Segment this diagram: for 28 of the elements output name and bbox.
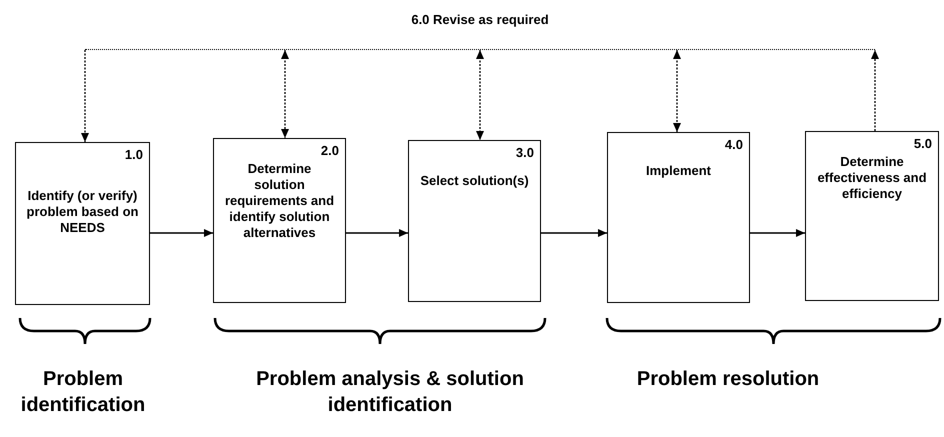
process-box <box>805 131 939 301</box>
arrow <box>871 50 879 131</box>
step-text: Determine effectiveness and efficiency <box>816 154 928 202</box>
step-number: 5.0 <box>914 135 932 153</box>
arrow <box>750 229 805 237</box>
process-box <box>213 138 346 303</box>
step-text: Identify (or verify) problem based on NEEDS <box>26 188 139 236</box>
step-number: 1.0 <box>124 146 143 164</box>
process-box <box>15 142 150 305</box>
phase-label: Problem identification <box>20 367 146 418</box>
step-text: Implement <box>644 163 712 179</box>
arrow <box>541 229 607 237</box>
loop-label: 6.0 Revise as required <box>411 11 549 29</box>
arrow <box>81 50 89 142</box>
process-box <box>408 140 541 302</box>
phase-label: Problem analysis & solution identification <box>255 367 525 418</box>
arrow <box>281 50 289 138</box>
step-number: 2.0 <box>320 142 339 160</box>
step-text: Select solution(s) <box>419 173 530 189</box>
arrow <box>673 50 681 132</box>
arrow <box>346 229 408 237</box>
process-box <box>607 132 750 303</box>
arrow <box>150 229 213 237</box>
step-text: Determine solution requirements and identify solution alternatives <box>224 161 335 241</box>
step-number: 4.0 <box>724 136 743 154</box>
phase-label: Problem resolution <box>636 367 820 392</box>
step-number: 3.0 <box>516 144 534 162</box>
arrow <box>476 50 484 140</box>
